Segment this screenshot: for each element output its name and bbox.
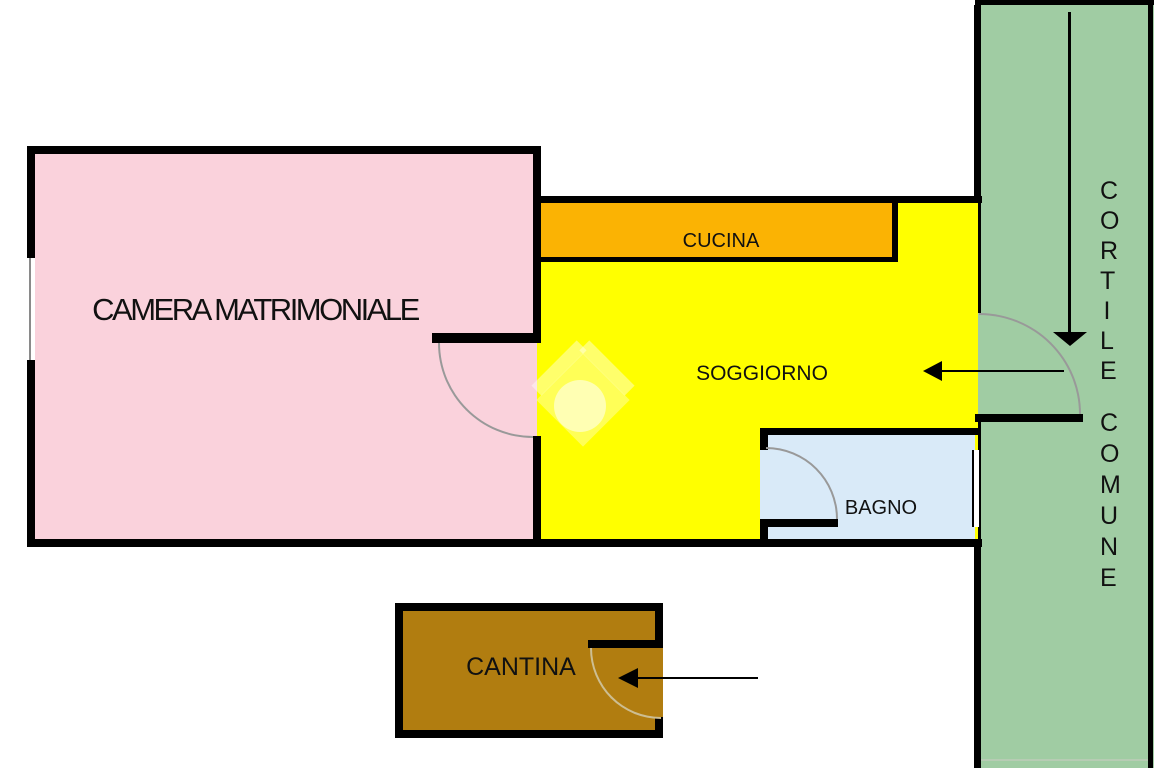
bagno-label: BAGNO — [844, 497, 918, 519]
apartment-wall-top — [533, 196, 982, 203]
entrance-door-opening — [974, 313, 978, 414]
cantina-arrow-line — [636, 677, 758, 679]
camera-door-opening-inner — [537, 343, 541, 436]
entrance-arrow-line — [941, 370, 1064, 372]
cortile-label-line1: CORTILE — [1100, 177, 1120, 385]
soggiorno-label: SOGGIORNO — [696, 362, 828, 385]
courtyard-arrow-line — [1068, 12, 1071, 334]
camera-window-pane — [29, 258, 31, 360]
camera-label: CAMERA MATRIMONIALE — [92, 292, 420, 327]
cantina-door-leaf — [588, 640, 663, 648]
apartment-wall-bottom — [27, 539, 982, 547]
courtyard-arrow-head-icon — [1053, 332, 1087, 346]
cantina-arrow-head-icon — [618, 668, 638, 688]
bagno-wall-top — [760, 428, 981, 435]
camera-door-opening — [533, 343, 537, 436]
cortile-bottom-edge — [981, 759, 1148, 761]
cortile-wall-top — [975, 0, 1154, 5]
house-logo-watermark — [500, 330, 660, 460]
camera-door-leaf — [432, 333, 539, 343]
watermark-circle-icon — [554, 380, 606, 432]
room-cucina — [541, 203, 898, 262]
bagno-window — [972, 450, 981, 527]
cucina-label: CUCINA — [682, 230, 760, 252]
entrance-door-leaf — [975, 414, 1083, 422]
cantina-label: CANTINA — [466, 653, 576, 681]
cortile-label-line2: COMUNE — [1100, 409, 1121, 592]
camera-window — [25, 258, 35, 360]
bagno-door-leaf — [760, 519, 838, 527]
cortile-wall-right — [1148, 0, 1153, 768]
entrance-arrow-head-icon — [923, 361, 942, 381]
bagno-door-opening — [760, 450, 768, 519]
